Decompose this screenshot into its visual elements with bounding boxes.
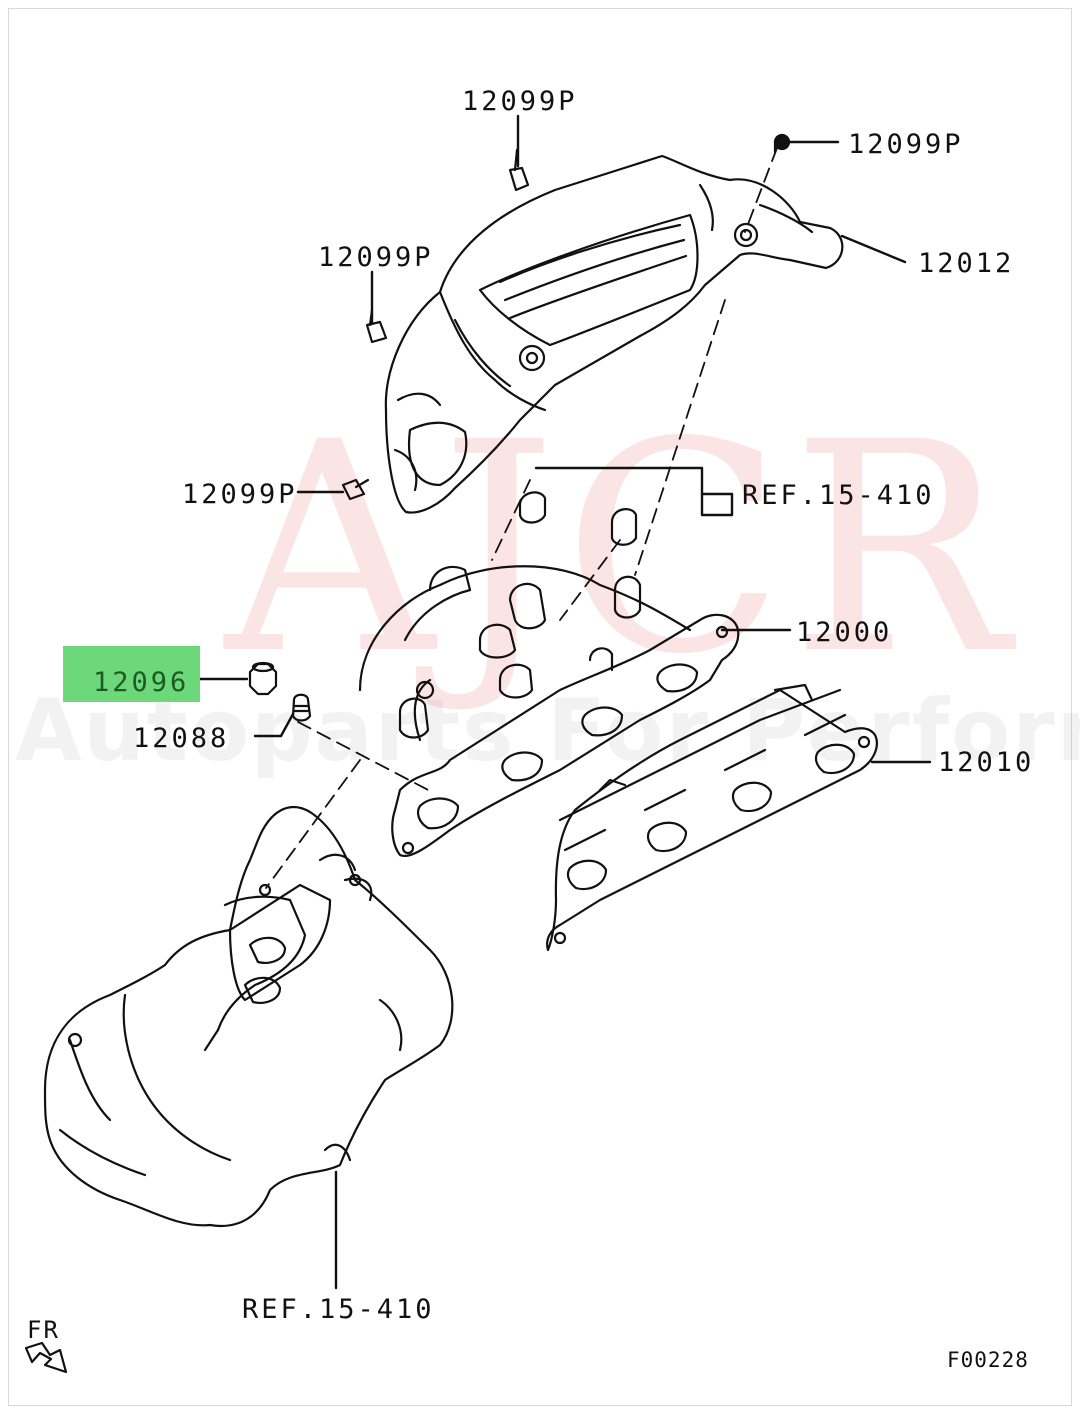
nut-and-stud — [248, 661, 312, 722]
label-12099p-top[interactable]: 12099P — [462, 86, 578, 117]
diagram-frame — [8, 8, 1072, 1406]
ref-sleeves — [518, 491, 638, 546]
front-direction-label: FR — [27, 1316, 60, 1344]
label-12099p-top-right[interactable]: 12099P — [848, 129, 964, 160]
leader-lines — [198, 114, 932, 1290]
label-12012[interactable]: 12012 — [918, 248, 1015, 279]
turbo-assembly-drawing — [43, 806, 454, 1228]
label-12096[interactable]: 12096 — [93, 667, 190, 698]
watermark-logo: AJCR — [225, 381, 1015, 718]
label-12000[interactable]: 12000 — [796, 617, 893, 648]
front-arrow-icon — [24, 1341, 68, 1374]
label-12099p-left-lower[interactable]: 12099P — [182, 479, 298, 510]
label-12088[interactable]: 12088 — [133, 723, 230, 754]
heat-protector-drawing — [384, 154, 844, 514]
highlight-marker — [63, 646, 200, 702]
label-12099p-left-upper[interactable]: 12099P — [318, 242, 434, 273]
label-12010[interactable]: 12010 — [938, 747, 1035, 778]
figure-code: F00228 — [947, 1348, 1029, 1372]
exhaust-manifold-drawing — [358, 565, 740, 858]
label-ref-upper[interactable]: REF.15-410 — [742, 480, 935, 511]
watermark-tagline: Autoparts For Performance — [15, 681, 1080, 781]
label-ref-lower[interactable]: REF.15-410 — [242, 1294, 435, 1325]
gasket-drawing — [546, 683, 878, 952]
